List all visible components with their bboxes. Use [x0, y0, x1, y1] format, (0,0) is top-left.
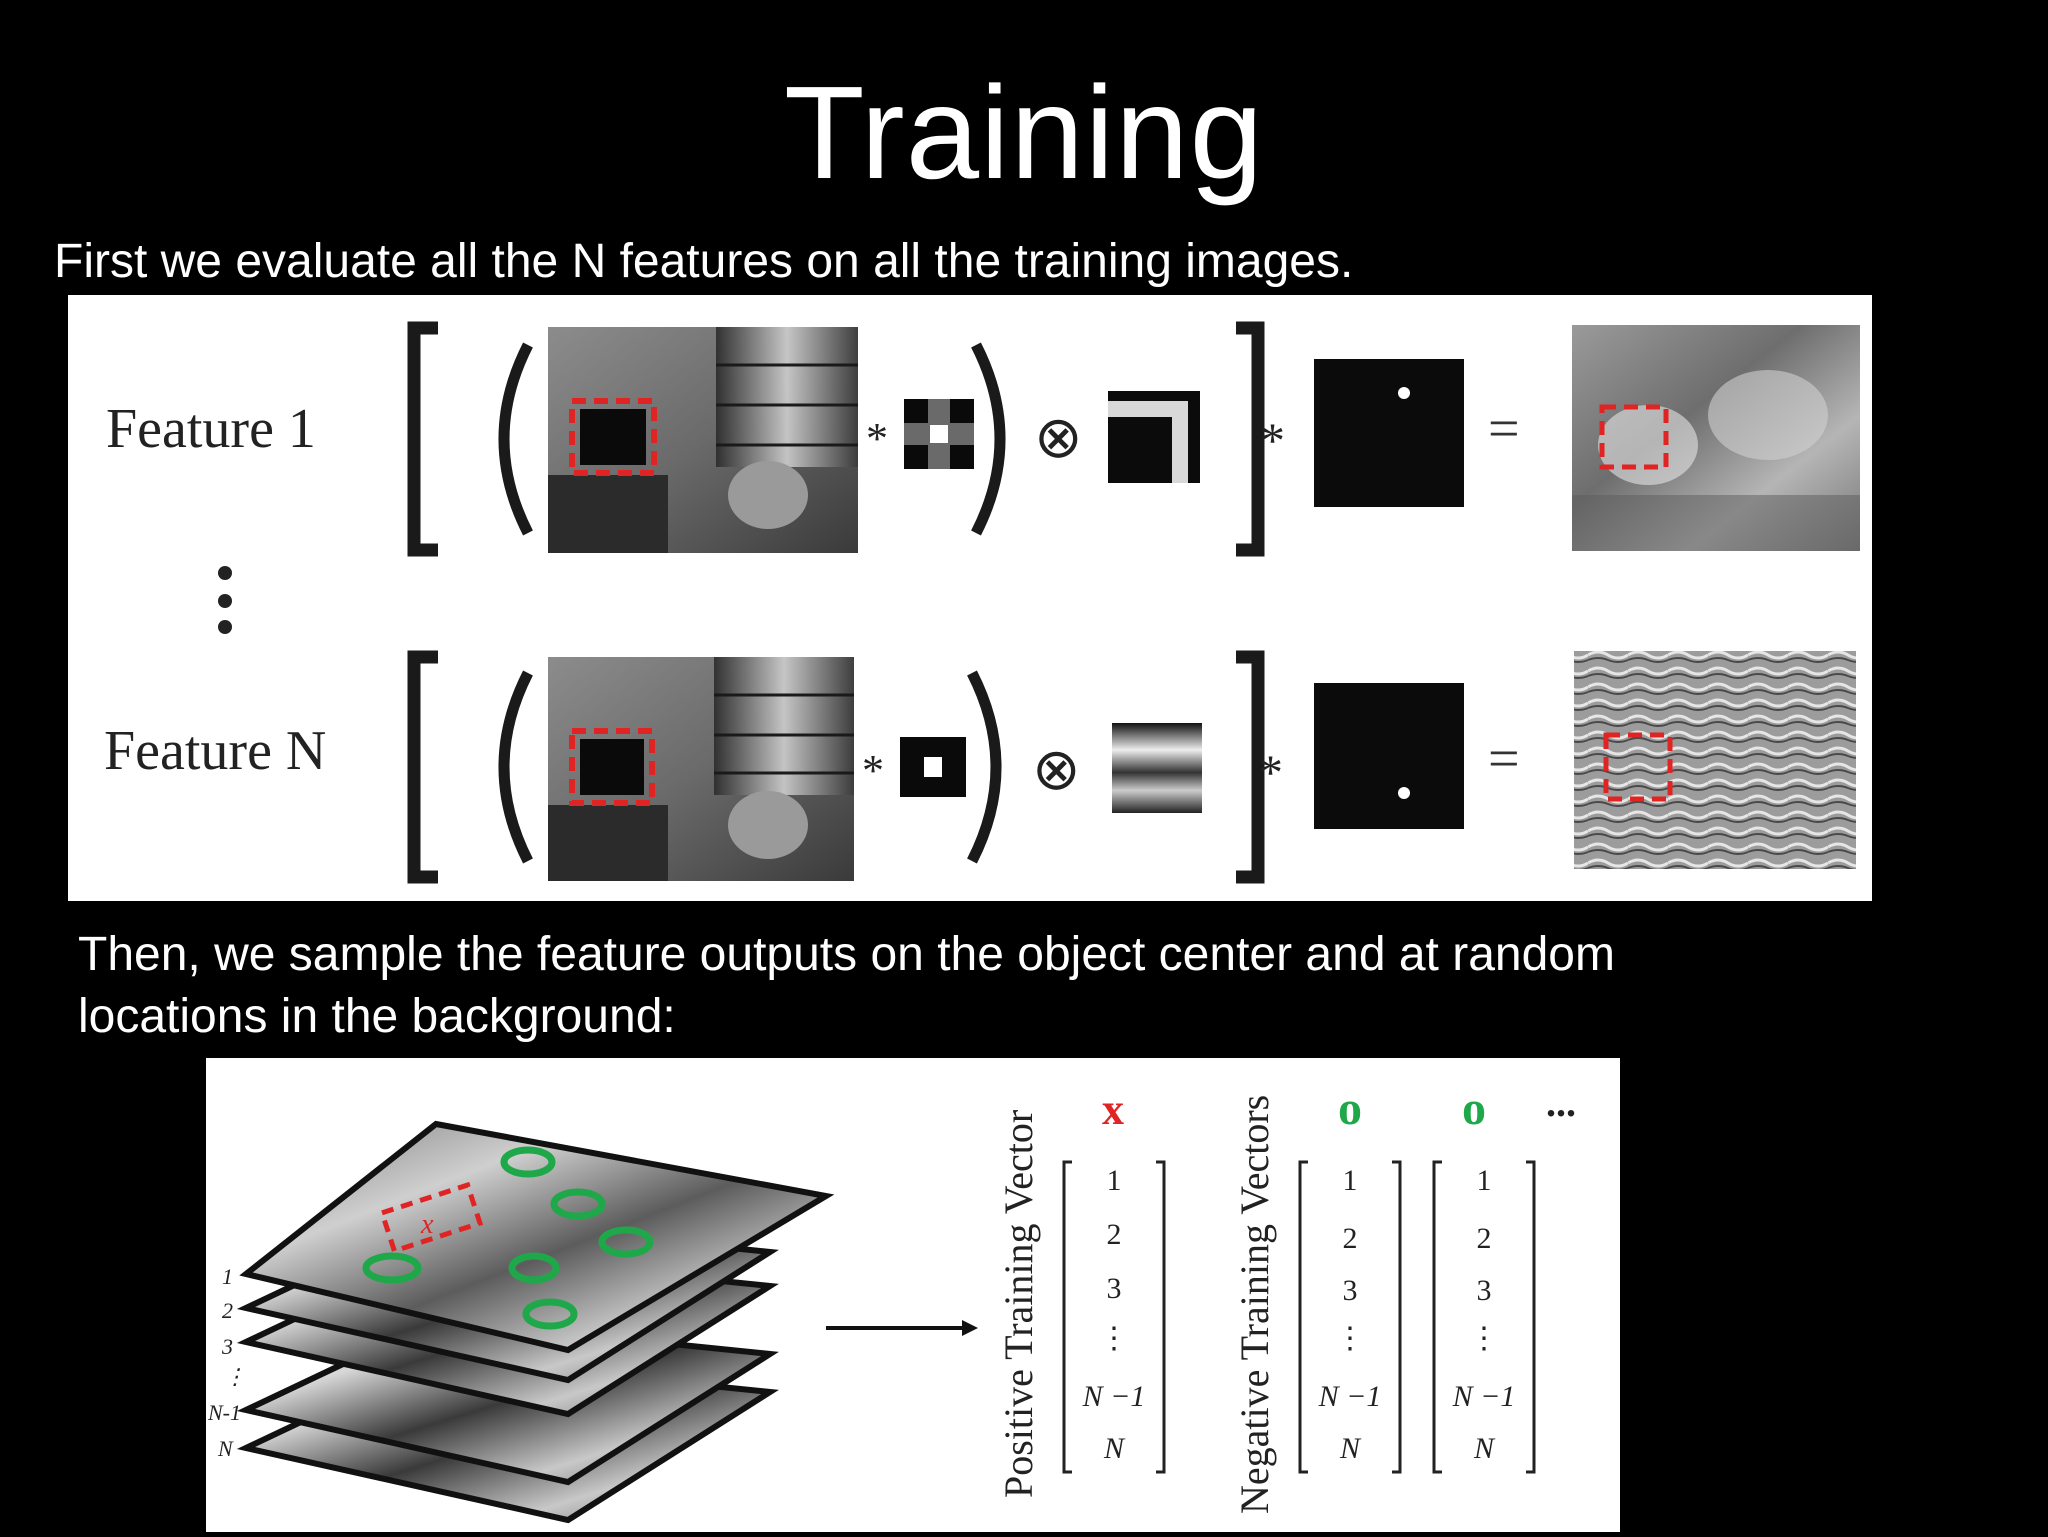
feature-n-label: Feature N — [104, 720, 326, 782]
paren-open-icon — [498, 670, 533, 864]
positive-sample-box — [378, 1181, 484, 1255]
intro-text: First we evaluate all the N features on … — [54, 235, 1354, 288]
bracket-close-icon — [1236, 321, 1265, 557]
sampling-panel: x 1 2 3 ⋮ N-1 N Positive Training Vector… — [206, 1058, 1620, 1532]
vector-entry: N −1 — [1452, 1380, 1516, 1413]
paren-close-icon — [971, 342, 1006, 536]
cross-filter-1 — [904, 399, 974, 469]
office-image-1 — [548, 327, 858, 553]
equals-symbol-n: = — [1488, 728, 1520, 790]
response-map-n — [1574, 651, 1856, 869]
negative-vector-2: 1 2 3 ⋮ N −1 N — [1432, 1160, 1536, 1474]
outer-product-symbol-1: ⊗ — [1034, 405, 1083, 470]
feature-equation-figure: Feature 1 * ⊗ * — [104, 321, 1860, 884]
band-filter-n — [1112, 723, 1202, 813]
office-image-n — [548, 657, 854, 881]
vector-entry: 1 — [1107, 1164, 1122, 1197]
offset-mask-1 — [1314, 359, 1464, 507]
object-box-1b — [1599, 404, 1669, 470]
negative-sample-icon — [522, 1298, 578, 1330]
response-map-1 — [1572, 325, 1860, 551]
layer-label-n-1: N-1 — [207, 1400, 241, 1425]
arrow-right-icon — [826, 1320, 978, 1336]
negative-vectors-title: Negative Training Vectors — [1232, 1095, 1277, 1514]
square-filter-n — [900, 737, 966, 797]
negative-marker-2: o — [1462, 1082, 1486, 1135]
negative-sample-icon — [550, 1188, 606, 1220]
feature-1-label: Feature 1 — [106, 398, 316, 460]
vector-entry: N −1 — [1082, 1380, 1146, 1413]
vector-entry: 2 — [1107, 1218, 1122, 1251]
equals-symbol-1: = — [1488, 398, 1520, 460]
layer-label-1: 1 — [222, 1264, 233, 1289]
layer-labels: 1 2 3 ⋮ N-1 N — [207, 1264, 246, 1461]
paren-close-icon — [967, 670, 1002, 864]
vector-entry: N — [1103, 1432, 1126, 1465]
vector-entry: 3 — [1107, 1272, 1122, 1305]
feature-1-equation: * ⊗ * = — [407, 321, 1860, 557]
object-box-1 — [569, 398, 657, 476]
layer-label-n: N — [217, 1436, 234, 1461]
sampling-text: Then, we sample the feature outputs on t… — [78, 928, 1615, 1043]
vector-entry: 3 — [1477, 1274, 1492, 1307]
feature-equation-panel: Feature 1 * ⊗ * — [68, 295, 1872, 901]
outer-product-symbol-n: ⊗ — [1032, 737, 1081, 802]
vector-entry: 3 — [1343, 1274, 1358, 1307]
vector-entry: ⋮ — [1335, 1322, 1365, 1355]
vector-entry: 2 — [1343, 1222, 1358, 1255]
feature-n-equation: * ⊗ * = — [407, 650, 1856, 884]
negative-sample-icon — [508, 1252, 560, 1284]
sampling-figure: x 1 2 3 ⋮ N-1 N Positive Training Vector… — [207, 1080, 1576, 1524]
bracket-close-icon — [1236, 650, 1265, 884]
negative-sample-icon — [500, 1146, 556, 1178]
negative-sample-icon — [598, 1226, 654, 1258]
conv-symbol-1: * — [866, 414, 888, 463]
paren-open-icon — [498, 342, 533, 536]
negative-sample-icon — [362, 1252, 422, 1284]
layer-label-3: 3 — [221, 1334, 233, 1359]
conv-symbol-nb: * — [1258, 744, 1283, 800]
layer-label-dots: ⋮ — [224, 1364, 246, 1389]
bracket-open-icon — [407, 650, 438, 884]
offset-mask-n — [1314, 683, 1464, 829]
conv-symbol-1b: * — [1260, 412, 1285, 468]
vector-entry: N −1 — [1318, 1380, 1382, 1413]
vector-entry: N — [1339, 1432, 1362, 1465]
positive-vector-title: Positive Training Vector — [996, 1110, 1041, 1498]
layer-1 — [239, 1120, 835, 1354]
negative-vector-1: 1 2 3 ⋮ N −1 N — [1298, 1160, 1402, 1474]
vector-entry: 1 — [1477, 1164, 1492, 1197]
negative-marker-1: o — [1338, 1082, 1362, 1135]
vector-entry: 1 — [1343, 1164, 1358, 1197]
vector-entry: N — [1473, 1432, 1496, 1465]
vector-entry: ⋮ — [1469, 1322, 1499, 1355]
bracket-open-icon — [407, 321, 438, 557]
object-box-nb — [1603, 732, 1673, 802]
object-box-n — [569, 728, 655, 806]
more-vectors-ellipsis: ... — [1546, 1080, 1576, 1125]
feature-layer-stack: x — [236, 1120, 835, 1524]
vertical-ellipsis-icon — [218, 566, 232, 634]
conv-symbol-n: * — [862, 746, 884, 795]
vector-entry: ⋮ — [1099, 1322, 1129, 1355]
corner-filter-1 — [1108, 391, 1200, 483]
positive-marker: x — [1102, 1085, 1124, 1134]
vector-entry: 2 — [1477, 1222, 1492, 1255]
slide-title: Training — [784, 59, 1264, 206]
positive-sample-x-icon: x — [420, 1209, 434, 1240]
layer-label-2: 2 — [222, 1298, 233, 1323]
positive-vector: 1 2 3 ⋮ N −1 N — [1062, 1160, 1166, 1474]
